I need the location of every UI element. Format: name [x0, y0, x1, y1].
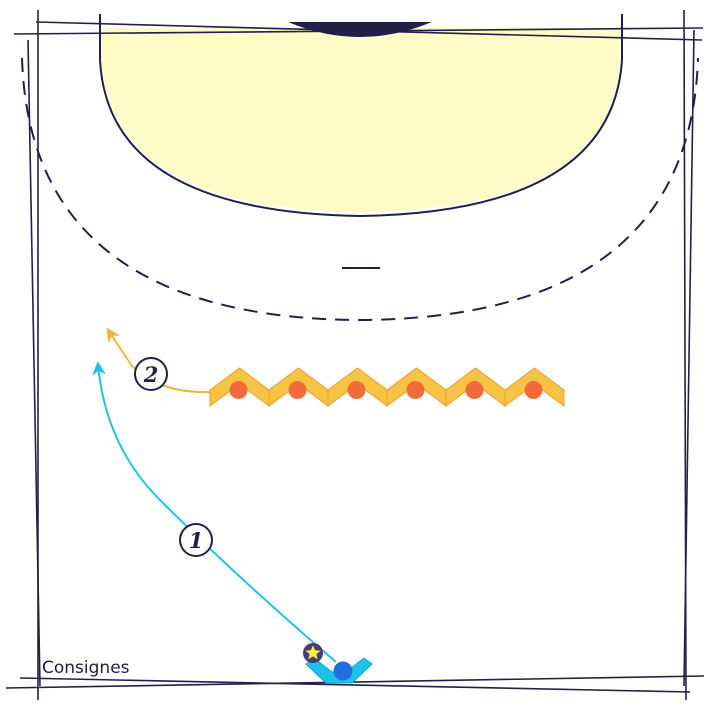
defender-player-icon — [386, 367, 447, 407]
step-badge-2-label: 2 — [143, 362, 159, 387]
path-step-1 — [91, 361, 337, 663]
step-badge-1-label: 1 — [189, 528, 204, 553]
defender-player-icon — [327, 367, 388, 407]
goal-area — [101, 28, 619, 212]
court-boundary — [5, 9, 705, 701]
step-badge-1: 1 — [179, 523, 213, 557]
goal-area-line — [99, 14, 623, 218]
handball-ball-icon — [303, 643, 323, 663]
instructions-caption: Consignes — [42, 658, 130, 678]
free-throw-line — [21, 57, 699, 322]
attacker-player-icon — [305, 657, 373, 684]
defender-player-icon — [209, 367, 270, 407]
defender-player-icon — [268, 367, 329, 407]
defender-line — [209, 367, 565, 407]
goal — [288, 22, 432, 37]
defender-player-icon — [445, 367, 506, 407]
defender-player-icon — [504, 367, 565, 407]
step-badge-2: 2 — [134, 357, 168, 391]
